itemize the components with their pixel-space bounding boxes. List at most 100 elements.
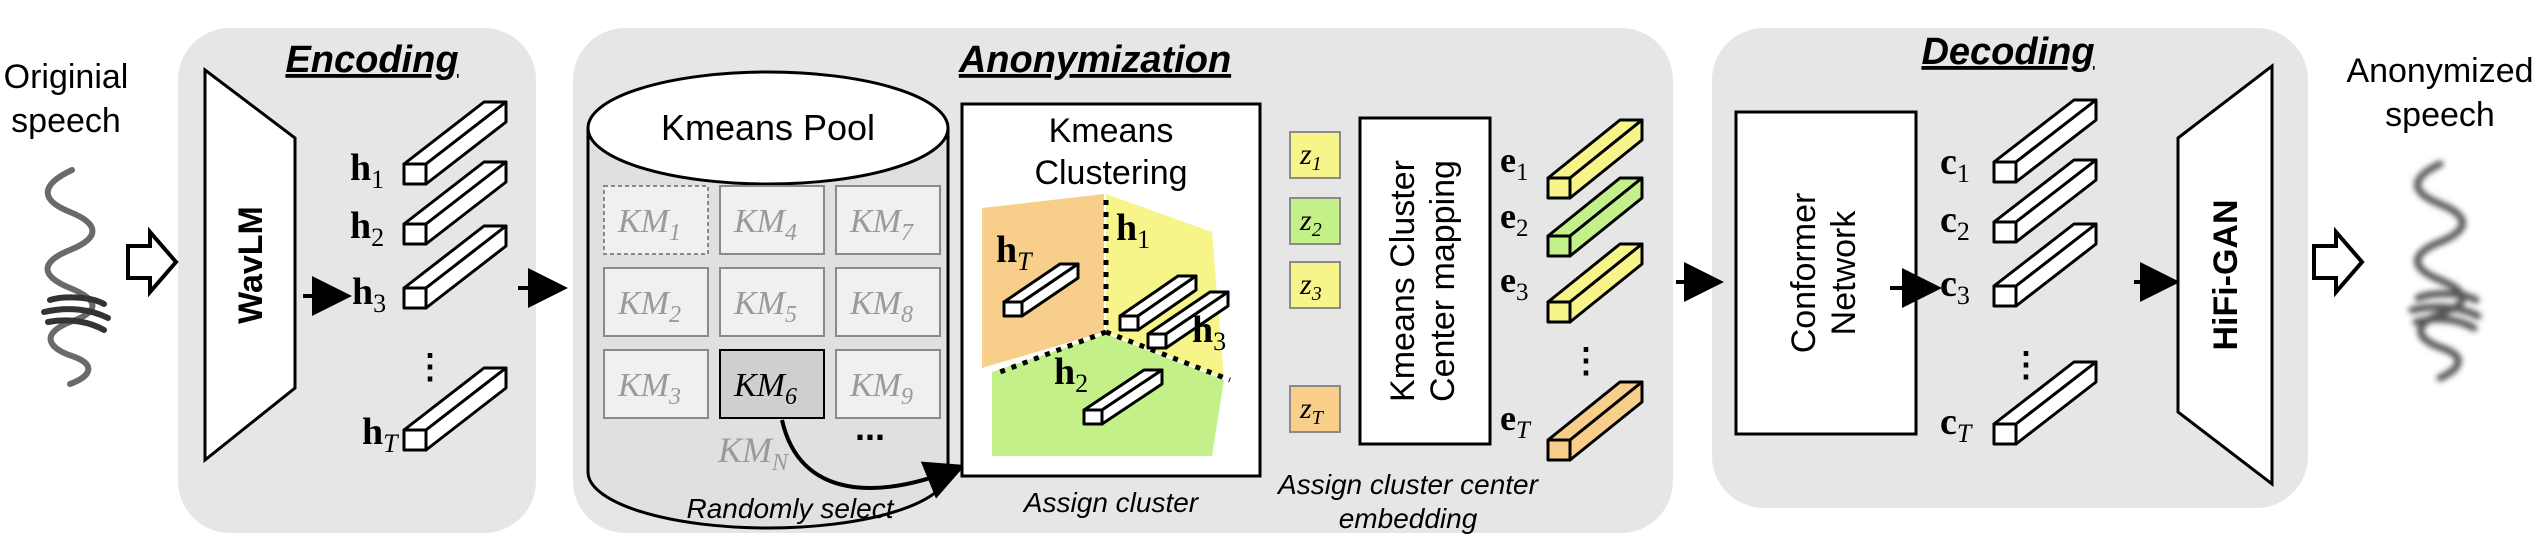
clustering-title-line1: Kmeans bbox=[1049, 112, 1174, 150]
cluster-feature-prisms bbox=[1002, 262, 1230, 426]
embedding-label: e1 bbox=[1500, 140, 1528, 186]
conformer-line1: Conformer bbox=[1785, 193, 1823, 354]
cluster-prism bbox=[1082, 368, 1164, 426]
embedding-prism bbox=[1546, 242, 1644, 324]
input-label-line1: Originial bbox=[4, 58, 129, 96]
embedding-prisms bbox=[1546, 118, 1644, 462]
output-hollow-arrow-icon bbox=[2312, 226, 2365, 298]
kmeans-pool-more: ... bbox=[855, 407, 885, 448]
decoder-output-prism bbox=[1992, 98, 2098, 184]
kmeans-model-label: KM2 bbox=[617, 285, 681, 328]
assign-cluster-caption: Assign cluster bbox=[1022, 487, 1200, 518]
cluster-id-box: z3 bbox=[1289, 261, 1341, 309]
input-waveform-icon bbox=[41, 167, 111, 387]
output-label-line2: speech bbox=[2385, 96, 2495, 134]
kmeans-model-label: KM7 bbox=[849, 203, 914, 246]
encoding-feature-labels: h1 h2 h3 hT ⋮ bbox=[350, 147, 447, 458]
cluster-prism bbox=[1002, 262, 1080, 318]
conformer-network-box bbox=[1734, 110, 1918, 436]
cluster-feature-labels: hT h1 h2 h3 bbox=[996, 207, 1226, 398]
cluster-label: h3 bbox=[1192, 309, 1226, 356]
conformer-line2: Network bbox=[1825, 210, 1863, 336]
cluster-boundaries bbox=[999, 200, 1231, 383]
decoder-output-prism bbox=[1992, 222, 2098, 308]
cluster-id-box: z1 bbox=[1289, 131, 1341, 179]
kmeans-pool-title: Kmeans Pool bbox=[661, 107, 875, 148]
kmeans-model-cell: KM2 bbox=[603, 267, 709, 337]
anonymization-title: Anonymization bbox=[958, 39, 1231, 81]
center-mapping-line2: Center mapping bbox=[1424, 160, 1462, 402]
output-waveform-icon bbox=[2408, 160, 2482, 382]
decoder-output-prism bbox=[1992, 158, 2098, 244]
kmeans-model-cell: KM9 bbox=[835, 349, 941, 419]
encoding-feature-prism bbox=[402, 100, 508, 186]
wavlm-label: WavLM bbox=[232, 206, 270, 324]
output-label-line1: Anonymized bbox=[2346, 52, 2533, 90]
cluster-prism bbox=[1118, 274, 1198, 332]
kmeans-model-label: KM5 bbox=[733, 285, 797, 328]
cluster-id-box: zT bbox=[1289, 385, 1341, 433]
decoding-title: Decoding bbox=[1921, 31, 2094, 73]
clustering-title-line2: Clustering bbox=[1034, 154, 1187, 192]
embedding-ellipsis: ⋮ bbox=[1569, 342, 1603, 380]
kmeans-model-cell: KM6 bbox=[719, 349, 825, 419]
embedding-labels: e1 e2 e3 eT ⋮ bbox=[1500, 140, 1603, 444]
cluster-label: hT bbox=[996, 229, 1033, 276]
kmeans-model-label: KM3 bbox=[617, 367, 681, 410]
decoder-output-prisms bbox=[1992, 98, 2098, 446]
decoder-output-label: c1 bbox=[1940, 141, 1970, 188]
decoder-output-labels: c1 c2 c3 cT ⋮ bbox=[1940, 141, 2043, 448]
kmeans-pool-last: KMN bbox=[717, 430, 790, 476]
cluster-id-box: z2 bbox=[1289, 197, 1341, 245]
kmeans-model-cell: KM8 bbox=[835, 267, 941, 337]
cluster-label: h1 bbox=[1116, 207, 1150, 254]
input-hollow-arrow-icon bbox=[126, 226, 179, 298]
hifigan-vocoder bbox=[2176, 62, 2274, 488]
cluster-id-label: z3 bbox=[1299, 268, 1322, 305]
hifigan-label: HiFi-GAN bbox=[2207, 199, 2245, 350]
cluster-prism bbox=[1146, 290, 1230, 350]
cluster-id-label: z2 bbox=[1299, 204, 1322, 241]
decoder-output-prism bbox=[1992, 360, 2098, 446]
kmeans-model-cell: KM4 bbox=[719, 185, 825, 255]
embedding-prism bbox=[1546, 118, 1644, 200]
kmeans-model-label: KM6 bbox=[733, 367, 797, 410]
decoder-output-label: c3 bbox=[1940, 263, 1970, 310]
kmeans-model-label: KM9 bbox=[849, 367, 913, 410]
embedding-prism bbox=[1546, 380, 1644, 462]
input-label-line2: speech bbox=[11, 102, 121, 140]
embedding-label: eT bbox=[1500, 398, 1532, 444]
kmeans-model-cell: KM3 bbox=[603, 349, 709, 419]
encoding-feature-prisms bbox=[402, 100, 508, 452]
randomly-select-caption: Randomly select bbox=[687, 493, 895, 524]
encoding-ellipsis: ⋮ bbox=[413, 348, 447, 386]
encoding-feature-label: h3 bbox=[352, 271, 386, 318]
embedding-label: e2 bbox=[1500, 196, 1528, 242]
center-mapping-line1: Kmeans Cluster bbox=[1384, 160, 1422, 402]
center-mapping-box bbox=[1358, 116, 1492, 446]
encoding-feature-prism bbox=[402, 160, 508, 246]
encoding-feature-prism bbox=[402, 224, 508, 310]
cluster-id-boxes: z1 z2 z3 zT bbox=[1289, 131, 1341, 433]
embedding-label: e3 bbox=[1500, 260, 1528, 306]
encoding-feature-prism bbox=[402, 366, 508, 452]
kmeans-model-cell: KM7 bbox=[835, 185, 941, 255]
cluster-id-label: zT bbox=[1299, 392, 1325, 429]
random-select-arrow bbox=[780, 419, 966, 499]
kmeans-model-cell: KM5 bbox=[719, 267, 825, 337]
decoder-ellipsis: ⋮ bbox=[2009, 346, 2043, 384]
assign-center-caption-line2: embedding bbox=[1339, 503, 1478, 534]
kmeans-model-label: KM1 bbox=[617, 203, 681, 246]
cluster-id-label: z1 bbox=[1299, 138, 1322, 175]
kmeans-model-label: KM4 bbox=[733, 203, 797, 246]
kmeans-model-label: KM8 bbox=[849, 285, 913, 328]
decoder-output-label: cT bbox=[1940, 401, 1973, 448]
assign-center-caption-line1: Assign cluster center bbox=[1276, 469, 1540, 500]
wavlm-encoder bbox=[203, 66, 297, 464]
encoding-title: Encoding bbox=[285, 39, 458, 81]
kmeans-model-cell: KM1 bbox=[603, 185, 709, 255]
embedding-prism bbox=[1546, 176, 1644, 258]
encoding-feature-label: h2 bbox=[350, 205, 384, 252]
